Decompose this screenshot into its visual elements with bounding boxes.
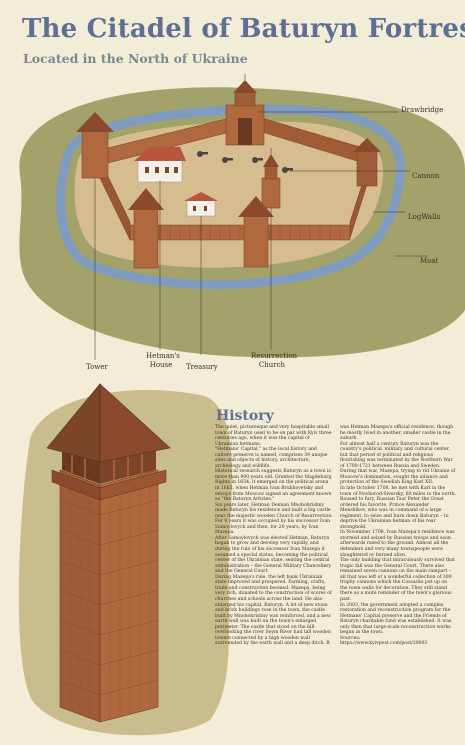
- hetman-house: [134, 147, 186, 183]
- history-paragraph: In 2003, the government adopted a comple…: [340, 602, 452, 636]
- history-paragraph: During that war, Mazepa, trying to rid U…: [340, 469, 456, 486]
- history-column-1: The quiet, picturesque and very hospitab…: [215, 425, 333, 647]
- history-column-2: was Hetman Mazepa's official residence, …: [340, 425, 456, 647]
- label-tower: Tower: [86, 363, 108, 371]
- sources-link[interactable]: https://www.kyivpost.com/post/20093: [340, 641, 428, 647]
- history-paragraph: was Hetman Mazepa's official residence, …: [340, 425, 454, 442]
- tower-front-left: [128, 188, 164, 269]
- tower-right: [353, 138, 381, 187]
- watch-tower-illustration: [46, 383, 171, 723]
- page-title: The Citadel of Baturyn Fortress: [22, 14, 465, 44]
- moat-ring: [56, 104, 405, 289]
- label-drawbridge: Drawbridge: [401, 106, 444, 114]
- tower-left: [76, 112, 114, 179]
- history-paragraph: Historical research suggests Baturyn as …: [215, 469, 332, 503]
- label-treasury: Treasury: [186, 363, 218, 371]
- page-subtitle: Located in the North of Ukraine: [23, 51, 248, 66]
- history-paragraph: The only building that miraculously surv…: [340, 558, 455, 602]
- tower-front-right: [238, 196, 274, 268]
- history-paragraph: "Hetmans' Capital," as the local history…: [215, 447, 328, 469]
- sources-label: Sources:: [340, 635, 361, 641]
- history-paragraph: The quiet, picturesque and very hospitab…: [215, 425, 332, 447]
- gate-tower: [225, 74, 265, 146]
- label-moat: Moat: [420, 257, 439, 265]
- history-paragraph: During Mazepa's rule, the left bank Ukra…: [215, 574, 332, 647]
- treasury: [184, 192, 218, 217]
- label-hetman-house: Hetman's House: [146, 352, 180, 369]
- history-paragraph: In November 1708, Ivan Mazepa's residenc…: [340, 530, 455, 558]
- label-resurrection-church: Resurrection Church: [251, 352, 298, 369]
- leader-lines: [94, 111, 428, 360]
- history-paragraph: After Samoylovych was elected Hetman, Ba…: [215, 535, 332, 575]
- history-paragraph: Six years later, Hetman Demian Mnohohris…: [215, 502, 333, 536]
- label-cannon: Cannon: [412, 172, 440, 180]
- history-heading: History: [216, 408, 274, 424]
- history-paragraph: In late October 1708, he met with Karl i…: [340, 486, 456, 530]
- cannons: [197, 151, 293, 173]
- history-paragraph: For almost half a century Baturyn was th…: [340, 441, 453, 469]
- label-logwalls: LogWalls: [408, 213, 441, 221]
